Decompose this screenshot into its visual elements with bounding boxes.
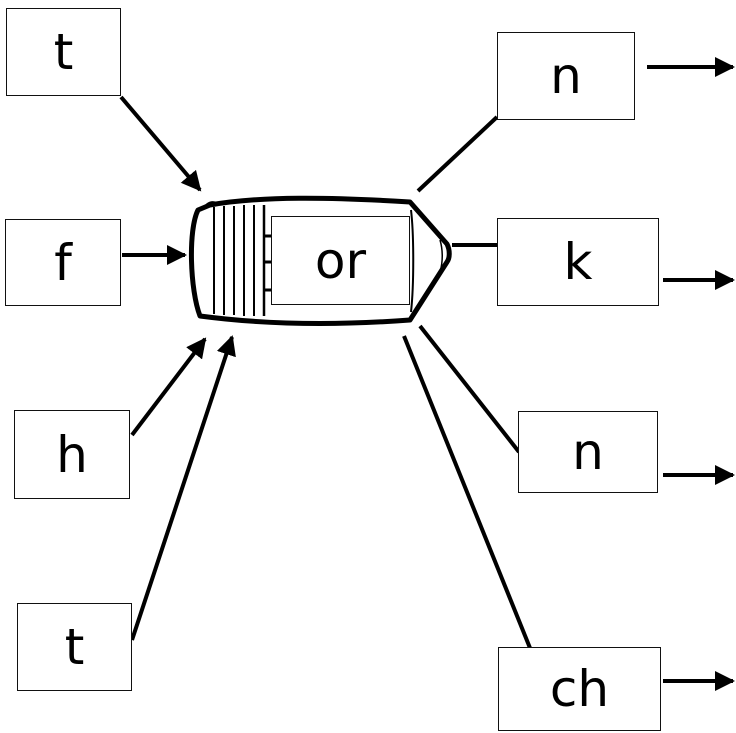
rocket-icon bbox=[188, 195, 452, 326]
line-ending-1 bbox=[416, 115, 499, 193]
arrow-onset-3 bbox=[130, 337, 207, 437]
onset-box-4[interactable]: t bbox=[17, 603, 132, 691]
arrow-onset-1 bbox=[119, 95, 202, 192]
ending-box-2[interactable]: k bbox=[497, 218, 659, 306]
line-ending-4 bbox=[402, 335, 532, 649]
line-ending-3 bbox=[418, 324, 521, 454]
onset-box-1[interactable]: t bbox=[6, 8, 121, 96]
ending-box-4[interactable]: ch bbox=[498, 647, 661, 731]
arrow-onset-4 bbox=[130, 335, 236, 641]
onset-box-2[interactable]: f bbox=[5, 219, 121, 306]
onset-box-3[interactable]: h bbox=[14, 410, 130, 499]
ending-box-3[interactable]: n bbox=[518, 411, 658, 493]
vowel-chunk-box[interactable]: or bbox=[271, 216, 410, 305]
ending-box-1[interactable]: n bbox=[497, 32, 635, 120]
